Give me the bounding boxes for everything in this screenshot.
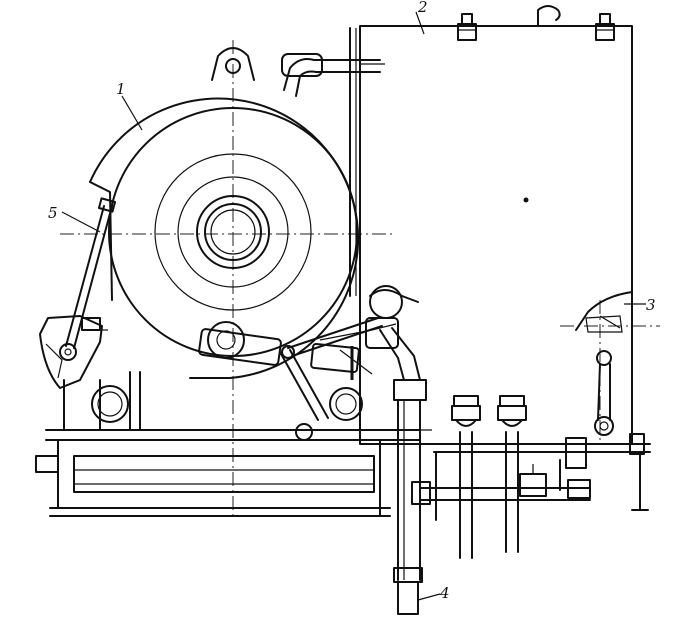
cabinet-cutaway [575,291,633,441]
callout-4: 4 [417,584,450,602]
roller-left [91,371,131,431]
valve-left [451,395,481,559]
piston-head [365,285,421,381]
tank-cabinet [349,5,633,445]
drum-housing [89,47,360,379]
center-axes [60,40,660,520]
base-frame [35,371,432,517]
top-bolt-left [457,13,477,41]
callout-5-label: 5 [48,204,58,222]
valve-right [497,395,527,553]
lifting-hook [537,5,561,27]
callout-4-label: 4 [439,584,450,602]
callout-1-label: 1 [116,80,126,98]
callout-5: 5 [48,204,101,233]
tank-dot [523,197,529,203]
callout-3: 3 [624,296,656,314]
top-pipe [281,53,385,97]
top-bolt-right [595,13,615,41]
callout-2: 2 [415,0,428,35]
callout-2-label: 2 [417,0,428,16]
callout-3-label: 3 [646,296,656,314]
callout-1: 1 [116,80,143,131]
lever-arm [39,197,117,389]
drain-pipe [393,379,427,615]
roller-right [329,387,363,421]
manifold [411,433,651,521]
